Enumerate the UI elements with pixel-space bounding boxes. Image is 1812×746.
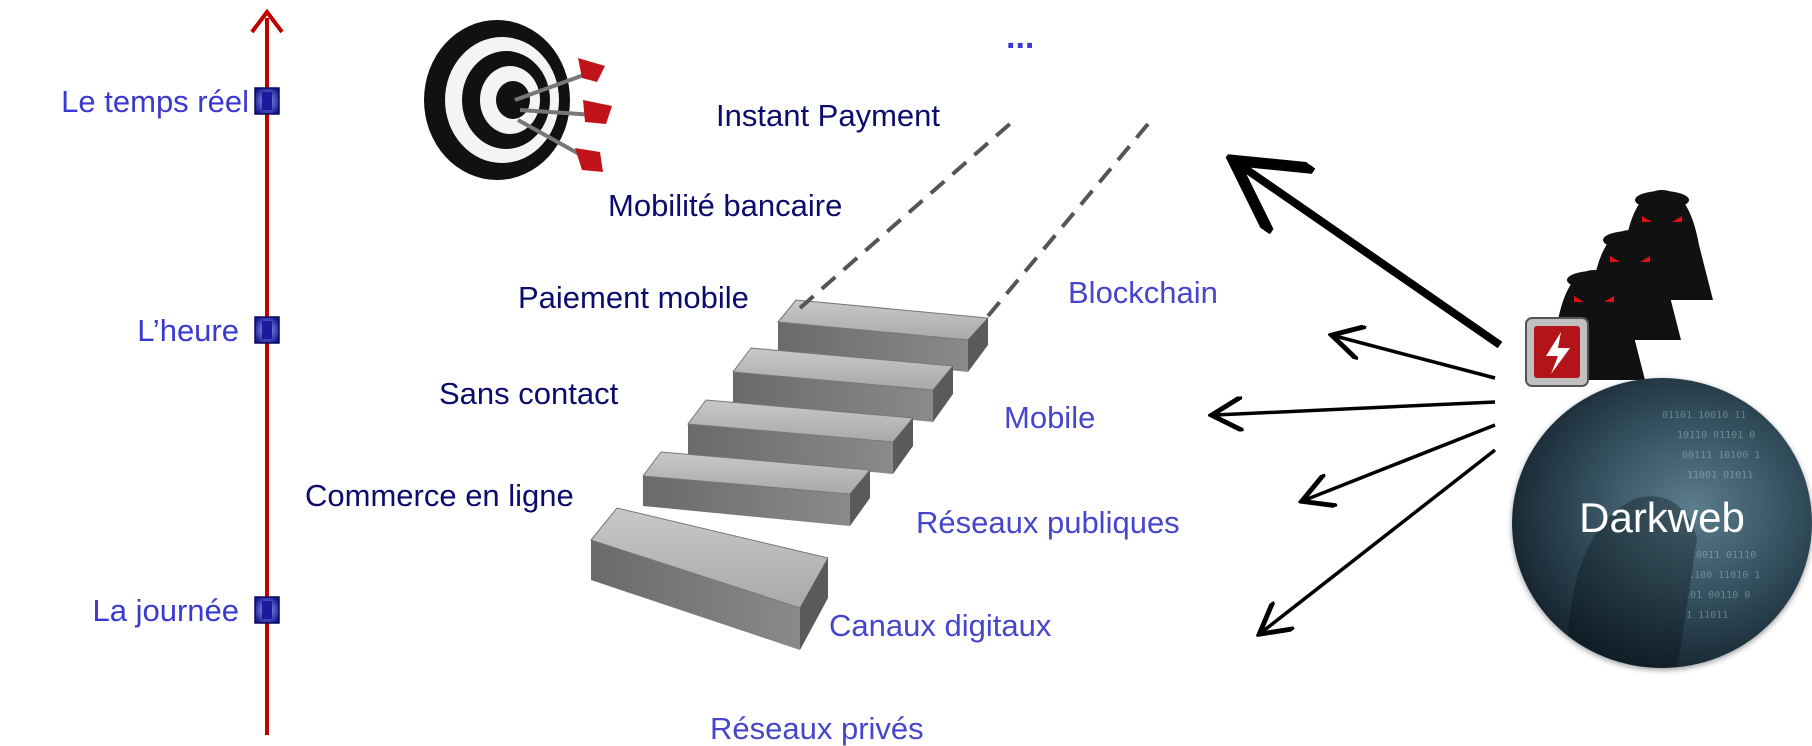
- lightning-alert-icon: [1525, 317, 1589, 387]
- svg-text:11001 01011: 11001 01011: [1687, 470, 1753, 481]
- darkweb-globe: 01101 10010 11 10110 01101 0 00111 10100…: [1512, 378, 1812, 668]
- svg-text:00101 11011: 00101 11011: [1662, 610, 1728, 621]
- step-label-instant-payment: Instant Payment: [716, 98, 941, 133]
- channel-label-private-networks: Réseaux privés: [710, 711, 924, 746]
- timeline-marker-icon: [254, 316, 280, 344]
- stair-rails: [798, 120, 1150, 318]
- svg-text:10011 01110: 10011 01110: [1690, 550, 1756, 561]
- channel-label-public-networks: Réseaux publiques: [916, 505, 1180, 540]
- svg-text:01101 10010 11: 01101 10010 11: [1662, 410, 1746, 421]
- timeline-axis: [250, 8, 284, 735]
- timeline-marker-icon: [254, 87, 280, 115]
- step-label-mobile-payment: Paiement mobile: [518, 280, 749, 315]
- timeline-label-realtime: Le temps réel: [61, 84, 249, 119]
- binary-pattern: 01101 10010 11 10110 01101 0 00111 10100…: [1567, 410, 1760, 668]
- timeline-label-hour: L’heure: [137, 313, 239, 348]
- threat-arrows: [1215, 165, 1503, 632]
- channel-label-digital-channels: Canaux digitaux: [829, 608, 1052, 643]
- svg-text:00111 10100 1: 00111 10100 1: [1682, 450, 1760, 461]
- timeline-marker-icon: [254, 596, 280, 624]
- step-label-ecommerce: Commerce en ligne: [305, 478, 574, 513]
- svg-text:10110 01101 0: 10110 01101 0: [1677, 430, 1755, 441]
- step-label-bank-mobility: Mobilité bancaire: [608, 188, 843, 223]
- channel-label-blockchain: Blockchain: [1068, 275, 1218, 310]
- darkweb-label: Darkweb: [1579, 494, 1745, 541]
- channel-label-mobile: Mobile: [1004, 400, 1096, 435]
- svg-text:11101 00110 0: 11101 00110 0: [1672, 590, 1750, 601]
- svg-text:01100 11010 1: 01100 11010 1: [1682, 570, 1760, 581]
- target-with-darts-icon: [424, 20, 612, 180]
- ellipsis: ...: [1006, 18, 1035, 56]
- timeline-label-day: La journée: [92, 593, 239, 628]
- step-label-contactless: Sans contact: [439, 376, 619, 411]
- staircase: [590, 299, 990, 650]
